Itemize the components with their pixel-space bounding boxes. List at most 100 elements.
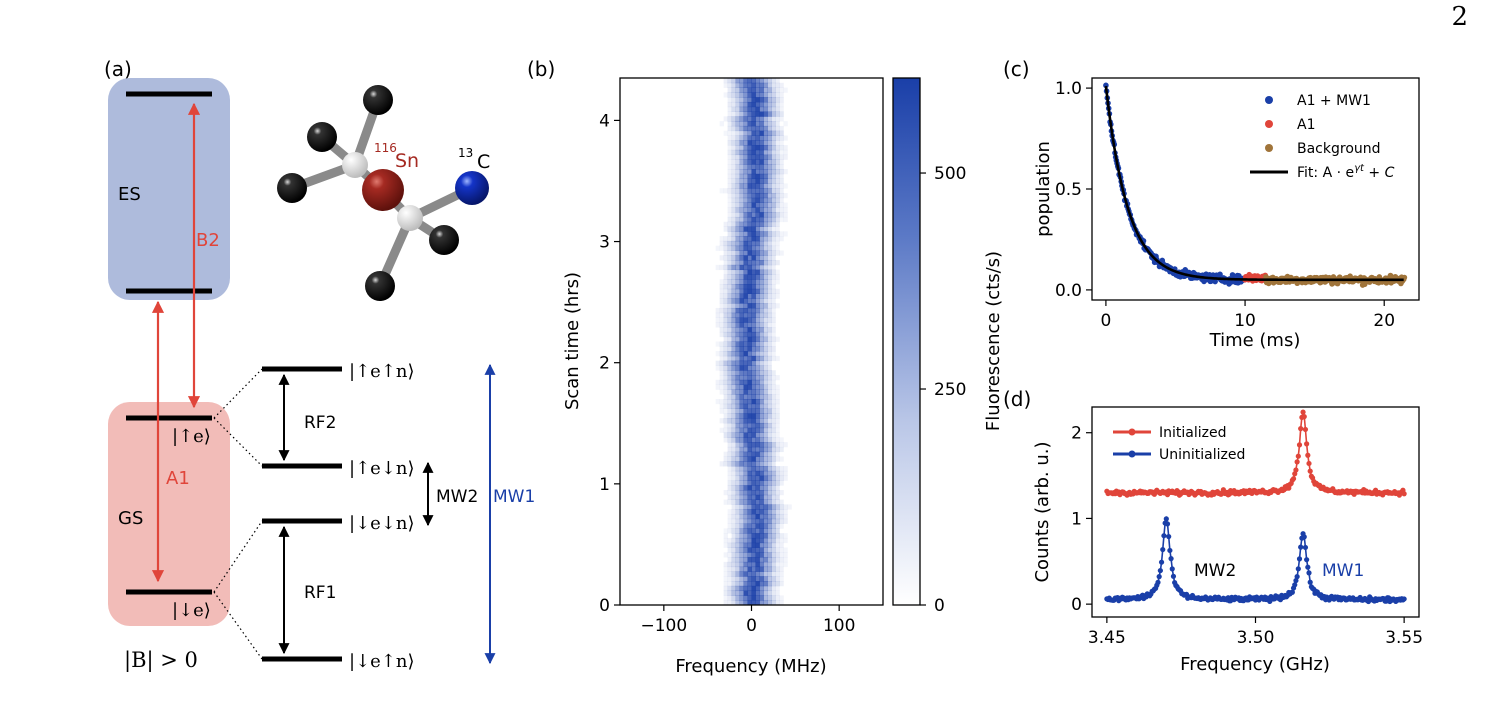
heatmap-cell xyxy=(775,154,780,160)
heatmap-cell xyxy=(775,504,780,510)
heatmap-cell xyxy=(735,389,740,395)
heatmap-cell xyxy=(771,192,776,199)
heatmap-cell xyxy=(759,595,764,601)
heatmap-cell xyxy=(763,202,768,208)
heatmap-cell xyxy=(767,389,772,395)
spectrum-xlabel: Frequency (GHz) xyxy=(1180,654,1330,675)
point-initialized xyxy=(1302,426,1309,433)
heatmap-cell xyxy=(743,284,748,290)
heatmap-cell xyxy=(767,140,772,146)
heatmap-cell xyxy=(751,547,756,553)
heatmap-cell xyxy=(747,427,752,433)
heatmap-cell xyxy=(751,475,756,481)
heatmap-cell xyxy=(767,446,772,453)
heatmap-cell xyxy=(735,504,740,510)
heatmap-cell xyxy=(771,413,776,419)
heatmap-cell xyxy=(731,284,736,290)
heatmap-cell xyxy=(735,279,740,285)
heatmap-cell xyxy=(735,154,740,160)
heatmap-cell xyxy=(743,418,748,424)
heatmap-cell xyxy=(759,355,764,362)
heatmap-cell xyxy=(771,408,776,414)
heatmap-cell xyxy=(767,82,772,88)
heatmap-cell xyxy=(771,92,776,98)
heatmap-cell xyxy=(743,542,748,548)
heatmap-cell xyxy=(727,571,732,577)
heatmap-cell xyxy=(759,408,764,414)
heatmap-cell xyxy=(751,78,756,84)
heatmap-cell xyxy=(763,590,768,596)
heatmap-cell xyxy=(775,97,780,103)
heatmap-cell xyxy=(735,557,740,563)
heatmap-y-tick-label: 0 xyxy=(599,596,610,616)
point-uninitialized xyxy=(1401,596,1407,602)
heatmap-cell xyxy=(759,116,764,122)
heatmap-cell xyxy=(743,192,748,199)
heatmap-cell xyxy=(779,216,784,223)
heatmap-cell xyxy=(735,149,740,156)
heatmap-cell xyxy=(767,106,772,112)
heatmap-cell xyxy=(723,331,728,338)
heatmap-cell xyxy=(751,303,756,309)
heatmap-cell xyxy=(767,264,772,271)
heatmap-cell xyxy=(759,485,764,491)
heatmap-cell xyxy=(747,116,752,122)
heatmap-cell xyxy=(739,456,744,462)
heatmap-cell xyxy=(775,533,780,539)
heatmap-cell xyxy=(727,250,732,256)
heatmap-cell xyxy=(751,240,756,247)
heatmap-cell xyxy=(775,499,780,505)
heatmap-cell xyxy=(735,178,740,184)
heatmap-cell xyxy=(779,504,784,510)
heatmap-cell xyxy=(779,542,784,548)
heatmap-cell xyxy=(727,188,732,194)
heatmap-cell xyxy=(739,370,744,376)
heatmap-cell xyxy=(767,528,772,534)
heatmap-cell xyxy=(775,192,780,199)
heatmap-cell xyxy=(767,576,772,582)
heatmap-cell xyxy=(715,379,721,386)
heatmap-cell xyxy=(727,437,732,443)
heatmap-cell xyxy=(759,183,764,189)
heatmap-cell xyxy=(775,432,780,438)
heatmap-cell xyxy=(735,432,740,438)
heatmap-cell xyxy=(743,221,748,227)
heatmap-cell xyxy=(763,307,768,314)
heatmap-cell xyxy=(759,470,764,477)
heatmap-cell xyxy=(743,279,748,285)
heatmap-cell xyxy=(763,504,768,510)
heatmap-cell xyxy=(751,149,756,156)
heatmap-cell xyxy=(731,466,736,472)
heatmap-cell xyxy=(767,341,772,347)
heatmap-cell xyxy=(763,298,768,304)
heatmap-cell xyxy=(759,585,764,592)
heatmap-cell xyxy=(763,528,768,534)
heatmap-cell xyxy=(735,140,740,146)
heatmap-cell xyxy=(735,269,740,275)
heatmap-cell xyxy=(751,528,756,534)
heatmap-cell xyxy=(767,384,772,390)
heatmap-cell xyxy=(743,154,748,160)
point-uninitialized xyxy=(1156,574,1162,580)
heatmap-cell xyxy=(767,169,772,175)
heatmap-cell xyxy=(727,264,732,271)
heatmap-cell xyxy=(779,125,784,132)
heatmap-cell xyxy=(743,178,748,184)
heatmap-cell xyxy=(771,250,776,256)
heatmap-cell xyxy=(771,398,776,405)
heatmap-cell xyxy=(743,360,748,366)
heatmap-cell xyxy=(743,78,748,84)
heatmap-cell xyxy=(775,422,780,429)
decay-legend: A1 + MW1 A1 Background Fit: A · eγt + C xyxy=(1250,93,1395,181)
heatmap-cell xyxy=(751,322,756,328)
heatmap-cell xyxy=(763,446,768,453)
heatmap-cell xyxy=(739,197,744,203)
heatmap-cell xyxy=(755,394,760,400)
heatmap-cell xyxy=(767,475,772,481)
heatmap-cell xyxy=(747,451,752,457)
heatmap-cell xyxy=(743,561,748,568)
heatmap-cell xyxy=(759,600,764,606)
heatmap-cell xyxy=(723,355,728,362)
heatmap-cell xyxy=(723,590,728,596)
heatmap-cell xyxy=(775,202,780,208)
